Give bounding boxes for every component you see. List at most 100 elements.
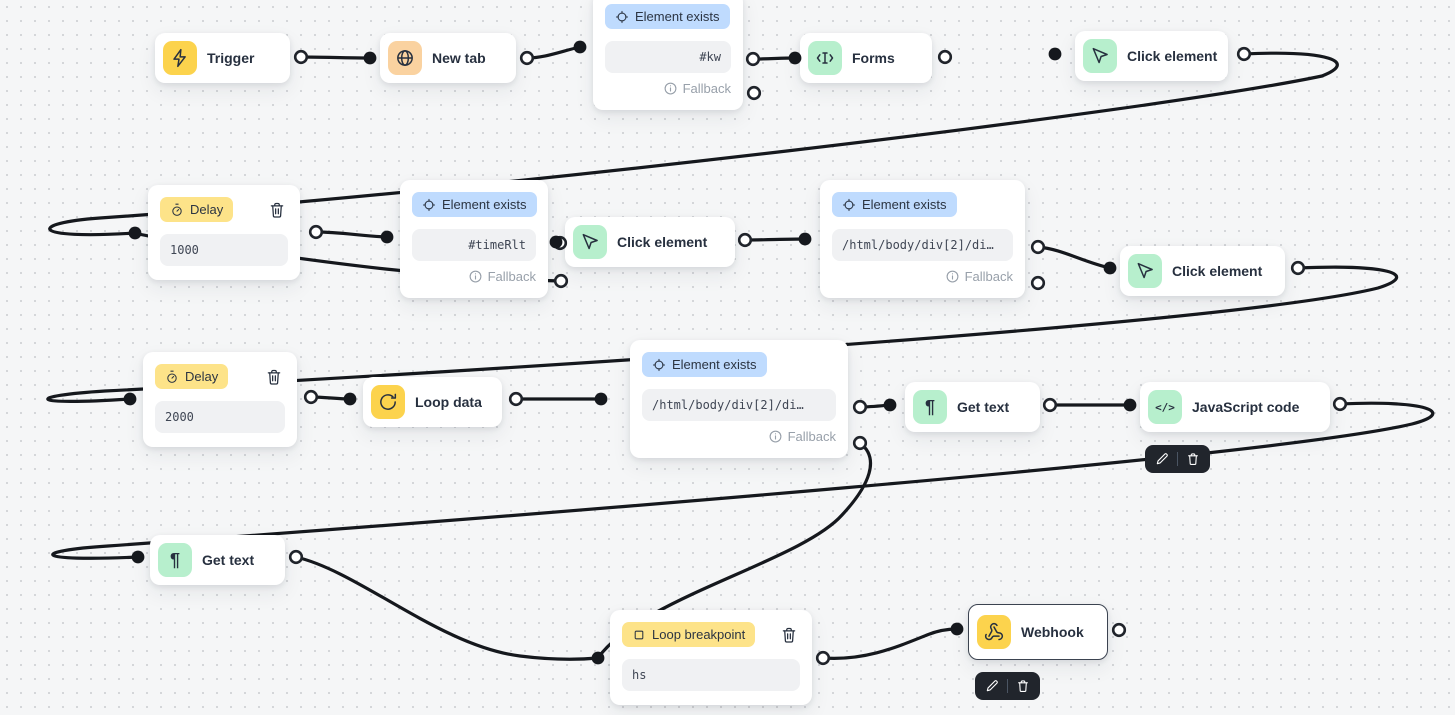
text-cursor-input-icon xyxy=(808,41,842,75)
delete-node-button[interactable] xyxy=(263,366,285,388)
output-port[interactable] xyxy=(1332,396,1348,412)
node-delay-2[interactable]: Delay 2000 xyxy=(143,352,297,447)
output-port[interactable] xyxy=(737,232,753,248)
node-get-text-2[interactable]: ¶ Get text xyxy=(150,535,285,585)
output-port[interactable] xyxy=(1111,622,1127,638)
delete-node-button[interactable] xyxy=(266,199,288,221)
node-element-exists-1[interactable]: Element exists #kw Fallback xyxy=(593,0,743,110)
selector-field: /html/body/div[2]/di… xyxy=(642,389,836,421)
input-port[interactable] xyxy=(1048,47,1062,61)
node-forms[interactable]: Forms xyxy=(800,33,932,83)
input-port[interactable] xyxy=(594,392,608,406)
edit-node-button[interactable] xyxy=(983,677,1001,695)
edge-delay1-elementexists2[interactable] xyxy=(314,230,389,239)
output-port[interactable] xyxy=(1042,397,1058,413)
edit-node-button[interactable] xyxy=(1153,450,1171,468)
delete-node-button[interactable] xyxy=(778,624,800,646)
fallback-row: Fallback xyxy=(642,429,836,444)
edge-elementexists1-forms[interactable] xyxy=(751,56,797,61)
node-element-exists-4[interactable]: Element exists /html/body/div[2]/di… Fal… xyxy=(630,340,848,458)
output-port[interactable] xyxy=(508,391,524,407)
node-delay-1[interactable]: Delay 1000 xyxy=(148,185,300,280)
node-label: New tab xyxy=(432,50,486,66)
output-port[interactable] xyxy=(1030,239,1046,255)
input-port[interactable] xyxy=(950,622,964,636)
input-port[interactable] xyxy=(131,550,145,564)
pencil-icon xyxy=(986,680,998,692)
element-exists-badge: Element exists xyxy=(412,192,537,217)
node-element-exists-3[interactable]: Element exists /html/body/div[2]/di… Fal… xyxy=(820,180,1025,298)
target-icon xyxy=(842,198,856,211)
badge-label: Loop breakpoint xyxy=(652,627,746,642)
edge-trigger-newtab[interactable] xyxy=(299,55,372,60)
output-port[interactable] xyxy=(288,549,304,565)
output-port[interactable] xyxy=(937,49,953,65)
input-port[interactable] xyxy=(128,226,142,240)
node-loop-breakpoint[interactable]: Loop breakpoint hs xyxy=(610,610,812,705)
node-javascript-code[interactable]: </> JavaScript code xyxy=(1140,382,1330,432)
output-port[interactable] xyxy=(519,50,535,66)
badge-label: Element exists xyxy=(635,9,720,24)
output-port[interactable] xyxy=(852,399,868,415)
timer-icon xyxy=(172,203,182,216)
target-icon xyxy=(615,10,629,23)
edge-elementexists3-clickelement3[interactable] xyxy=(1036,245,1112,270)
output-port[interactable] xyxy=(303,389,319,405)
trash-icon xyxy=(782,627,796,643)
badge-label: Element exists xyxy=(672,357,757,372)
output-port[interactable] xyxy=(745,51,761,67)
element-exists-badge: Element exists xyxy=(642,352,767,377)
output-port[interactable] xyxy=(815,650,831,666)
node-webhook[interactable]: Webhook xyxy=(968,604,1108,660)
output-port[interactable] xyxy=(308,224,324,240)
fallback-port[interactable] xyxy=(1030,275,1046,291)
input-port[interactable] xyxy=(1123,398,1137,412)
edge-gettext2-loopbreakpoint[interactable] xyxy=(294,555,600,661)
element-exists-badge: Element exists xyxy=(832,192,957,217)
input-port[interactable] xyxy=(1103,261,1117,275)
info-icon xyxy=(664,82,677,95)
node-label: Loop data xyxy=(415,394,482,410)
selector-field: #kw xyxy=(605,41,731,73)
loop-id-field: hs xyxy=(622,659,800,691)
node-click-element-3[interactable]: Click element xyxy=(1120,246,1285,296)
edge-loopbreakpoint-webhook[interactable] xyxy=(821,627,959,661)
input-port[interactable] xyxy=(123,392,137,406)
fallback-port[interactable] xyxy=(852,435,868,451)
edge-delay2-loopdata[interactable] xyxy=(309,395,352,401)
node-loop-data[interactable]: Loop data xyxy=(363,377,502,427)
edge-clickelement2-elementexists3[interactable] xyxy=(743,237,807,242)
delete-node-button[interactable] xyxy=(1014,677,1032,695)
edge-elementexists4-gettext1[interactable] xyxy=(858,403,892,409)
node-click-element-1[interactable]: Click element xyxy=(1075,31,1228,81)
input-port[interactable] xyxy=(343,392,357,406)
input-port[interactable] xyxy=(798,232,812,246)
delete-node-button[interactable] xyxy=(1184,450,1202,468)
input-port[interactable] xyxy=(573,40,587,54)
output-port[interactable] xyxy=(1290,260,1306,276)
node-trigger[interactable]: Trigger xyxy=(155,33,290,83)
trash-icon xyxy=(267,369,281,385)
node-new-tab[interactable]: New tab xyxy=(380,33,516,83)
input-port[interactable] xyxy=(591,651,605,665)
node-label: Click element xyxy=(617,234,708,250)
fallback-port[interactable] xyxy=(553,273,569,289)
output-port[interactable] xyxy=(293,49,309,65)
input-port[interactable] xyxy=(883,398,897,412)
node-click-element-2[interactable]: Click element xyxy=(565,217,735,267)
node-element-exists-2[interactable]: Element exists #timeRlt Fallback xyxy=(400,180,548,298)
input-port[interactable] xyxy=(363,51,377,65)
cursor-icon xyxy=(573,225,607,259)
edge-newtab-elementexists1[interactable] xyxy=(525,45,582,60)
node-label: Get text xyxy=(202,552,255,568)
node-get-text-1[interactable]: ¶ Get text xyxy=(905,382,1040,432)
input-port[interactable] xyxy=(380,230,394,244)
output-port[interactable] xyxy=(1236,46,1252,62)
globe-icon xyxy=(388,41,422,75)
fallback-label: Fallback xyxy=(787,429,836,444)
info-icon xyxy=(946,270,959,283)
fallback-port[interactable] xyxy=(746,85,762,101)
node-label: Click element xyxy=(1127,48,1218,64)
input-port[interactable] xyxy=(549,235,563,249)
